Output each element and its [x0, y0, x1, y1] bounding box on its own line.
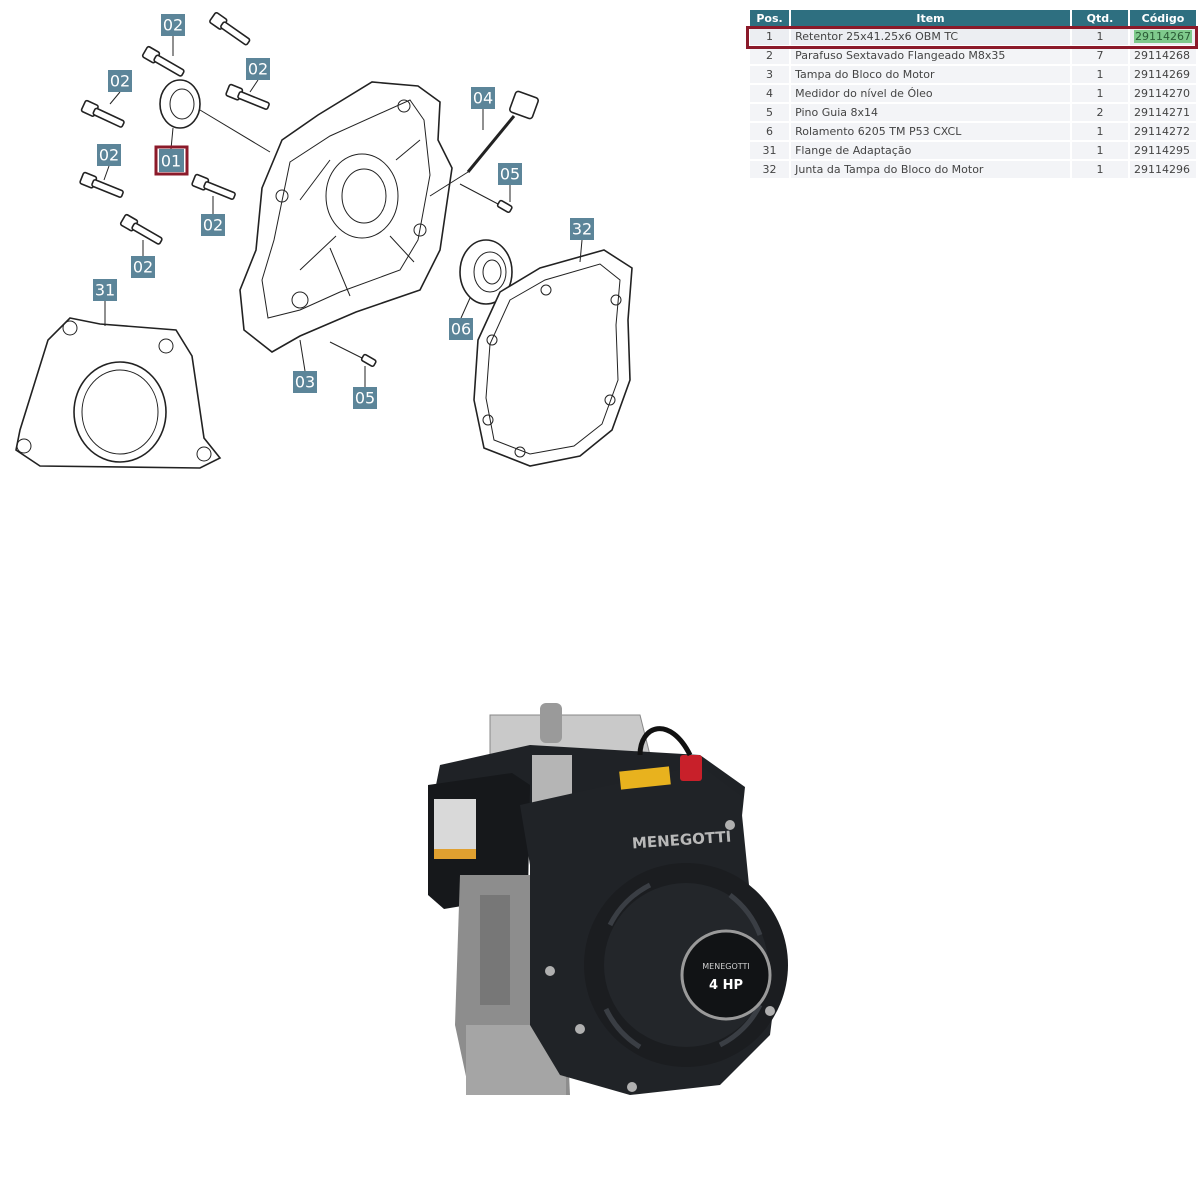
cell-qty: 1 — [1071, 66, 1128, 83]
highlighted-code: 29114267 — [1133, 30, 1192, 43]
cell-item: Retentor 25x41.25x6 OBM TC — [791, 28, 1070, 45]
engine-cover-part — [239, 81, 453, 353]
table-row[interactable]: 32 Junta da Tampa do Bloco do Motor 1 29… — [750, 161, 1196, 178]
dipstick-part — [429, 90, 539, 197]
cell-qty: 1 — [1071, 123, 1128, 140]
cell-item: Pino Guia 8x14 — [791, 104, 1070, 121]
leader-lines — [103, 36, 583, 387]
table-row[interactable]: 5 Pino Guia 8x14 2 29114271 — [750, 104, 1196, 121]
cell-pos: 5 — [750, 104, 790, 121]
cell-qty: 1 — [1071, 28, 1128, 45]
gasket-part — [473, 249, 633, 467]
power-label: 4 HP — [709, 978, 743, 993]
cell-code: 29114296 — [1129, 161, 1196, 178]
svg-text:03: 03 — [295, 373, 315, 392]
cell-qty: 7 — [1071, 47, 1128, 64]
callout-06[interactable]: 06 — [449, 318, 473, 340]
callout-02[interactable]: 02 — [108, 70, 132, 92]
callout-02[interactable]: 02 — [161, 14, 185, 36]
cell-item: Junta da Tampa do Bloco do Motor — [791, 161, 1070, 178]
table-row[interactable]: 4 Medidor do nível de Óleo 1 29114270 — [750, 85, 1196, 102]
cell-code: 29114268 — [1129, 47, 1196, 64]
cell-item: Rolamento 6205 TM P53 CXCL — [791, 123, 1070, 140]
callout-31[interactable]: 31 — [93, 279, 117, 301]
cell-qty: 1 — [1071, 142, 1128, 159]
cell-code: 29114267 — [1129, 28, 1196, 45]
callout-02[interactable]: 02 — [97, 144, 121, 166]
badge-brand: MENEGOTTI — [702, 962, 749, 971]
cell-code: 29114271 — [1129, 104, 1196, 121]
parts-table: Pos. Item Qtd. Código 1 Retentor 25x41.2… — [748, 8, 1198, 180]
cell-pos: 6 — [750, 123, 790, 140]
svg-text:02: 02 — [99, 146, 119, 165]
svg-text:01: 01 — [161, 152, 181, 171]
callout-05[interactable]: 05 — [353, 387, 377, 409]
callout-02[interactable]: 02 — [131, 256, 155, 278]
cell-item: Medidor do nível de Óleo — [791, 85, 1070, 102]
svg-text:06: 06 — [451, 320, 471, 339]
cell-code: 29114272 — [1129, 123, 1196, 140]
svg-text:05: 05 — [355, 389, 375, 408]
cell-pos: 3 — [750, 66, 790, 83]
column-header-qty: Qtd. — [1071, 10, 1128, 26]
cell-code: 29114270 — [1129, 85, 1196, 102]
callout-02[interactable]: 02 — [201, 214, 225, 236]
table-row[interactable]: 2 Parafuso Sextavado Flangeado M8x35 7 2… — [750, 47, 1196, 64]
svg-text:04: 04 — [473, 89, 493, 108]
callout-01-selected[interactable]: 01 — [154, 145, 189, 176]
cell-pos: 31 — [750, 142, 790, 159]
bolt-part — [79, 11, 270, 245]
table-row[interactable]: 3 Tampa do Bloco do Motor 1 29114269 — [750, 66, 1196, 83]
callout-02[interactable]: 02 — [246, 58, 270, 80]
column-header-pos: Pos. — [750, 10, 790, 26]
callout-03[interactable]: 03 — [293, 371, 317, 393]
cell-code: 29114295 — [1129, 142, 1196, 159]
oil-seal-part — [159, 79, 271, 153]
svg-text:02: 02 — [133, 258, 153, 277]
table-row[interactable]: 6 Rolamento 6205 TM P53 CXCL 1 29114272 — [750, 123, 1196, 140]
cell-item: Flange de Adaptação — [791, 142, 1070, 159]
column-header-code: Código — [1129, 10, 1196, 26]
svg-text:31: 31 — [95, 281, 115, 300]
cell-code: 29114269 — [1129, 66, 1196, 83]
cell-qty: 1 — [1071, 161, 1128, 178]
table-header-row: Pos. Item Qtd. Código — [750, 10, 1196, 26]
svg-text:32: 32 — [572, 220, 592, 239]
cell-pos: 32 — [750, 161, 790, 178]
cell-qty: 1 — [1071, 85, 1128, 102]
cell-pos: 4 — [750, 85, 790, 102]
cell-item: Tampa do Bloco do Motor — [791, 66, 1070, 83]
table-row[interactable]: 31 Flange de Adaptação 1 29114295 — [750, 142, 1196, 159]
bearing-part — [459, 239, 513, 305]
svg-text:02: 02 — [163, 16, 183, 35]
cell-qty: 2 — [1071, 104, 1128, 121]
svg-text:05: 05 — [500, 165, 520, 184]
cell-pos: 1 — [750, 28, 790, 45]
guide-pin-part — [329, 183, 513, 368]
adapter-flange-part — [15, 317, 222, 469]
cell-item: Parafuso Sextavado Flangeado M8x35 — [791, 47, 1070, 64]
callout-32[interactable]: 32 — [570, 218, 594, 240]
svg-text:02: 02 — [110, 72, 130, 91]
svg-text:02: 02 — [248, 60, 268, 79]
callout-05[interactable]: 05 — [498, 163, 522, 185]
cell-pos: 2 — [750, 47, 790, 64]
table-row-selected[interactable]: 1 Retentor 25x41.25x6 OBM TC 1 29114267 — [750, 28, 1196, 45]
callout-04[interactable]: 04 — [471, 87, 495, 109]
column-header-item: Item — [791, 10, 1070, 26]
svg-text:02: 02 — [203, 216, 223, 235]
exploded-parts-diagram: 02 02 02 02 02 02 01 04 05 32 31 06 03 0… — [15, 11, 633, 469]
engine-product-image: MENEGOTTI 4 HP MENEGOTTI — [428, 703, 788, 1095]
